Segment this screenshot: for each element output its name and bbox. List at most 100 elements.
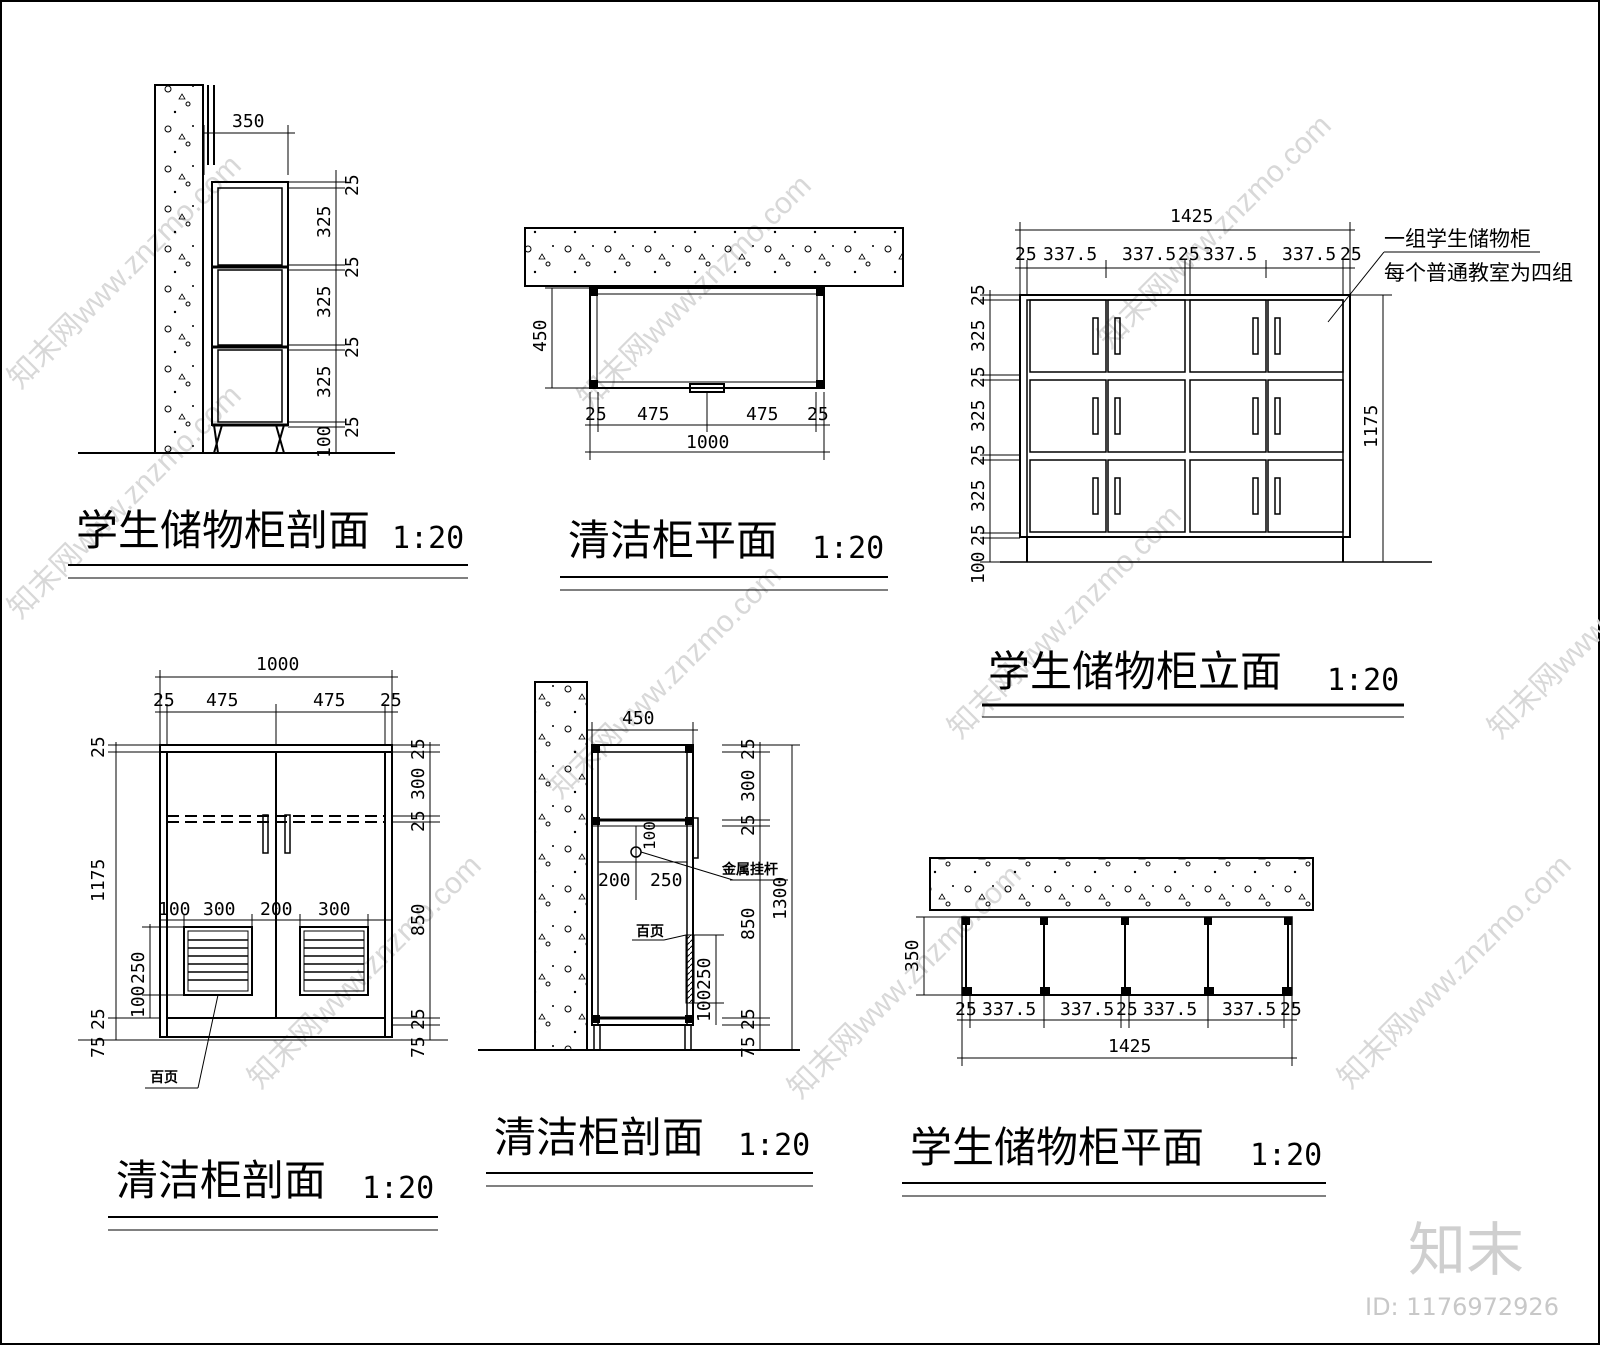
- view-scale: 1:20: [812, 531, 884, 566]
- dim-a: 475: [206, 690, 239, 711]
- dim-vb75: 75: [738, 1036, 759, 1058]
- dim-e1: 25: [1015, 244, 1037, 265]
- dim-lv100: 100: [128, 985, 149, 1018]
- dim-e2: 25: [1280, 999, 1302, 1020]
- dim-w2: 337.5: [1122, 244, 1176, 265]
- dim-total: 1425: [1108, 1036, 1151, 1057]
- storage-elevation-view: 1425 25 337.5 337.5 25 337.5 337.5 25 11…: [968, 206, 1573, 718]
- dim-lb75: 75: [88, 1036, 109, 1058]
- dim-total: 1000: [686, 432, 729, 453]
- dim-depth: 350: [232, 111, 265, 132]
- dim-w3: 337.5: [1143, 999, 1197, 1020]
- watermark: 知末网www.znzmo.com: [2, 149, 248, 395]
- brand-id: ID: 1176972926: [1365, 1293, 1559, 1321]
- view-title: 清洁柜剖面: [116, 1156, 326, 1205]
- dim-m: 25: [1116, 999, 1138, 1020]
- dim-h1: 325: [968, 319, 989, 352]
- dim-a: 475: [637, 404, 670, 425]
- cleaning-plan-view: 450 25 475 475 25 1000 清洁柜平面 1:20: [524, 227, 904, 591]
- view-scale: 1:20: [1250, 1138, 1322, 1173]
- dim-lv100: 100: [694, 989, 715, 1022]
- dim-base: 100: [968, 551, 989, 584]
- dim-v3: 25: [968, 444, 989, 466]
- watermark: 知末网www.znzmo.com: [572, 169, 818, 415]
- dim-v4: 25: [968, 524, 989, 546]
- view-title: 清洁柜剖面: [494, 1113, 704, 1162]
- dim-top: 25: [88, 736, 109, 758]
- dim-lb25: 25: [88, 1008, 109, 1030]
- dim-h200: 200: [598, 870, 631, 891]
- dim-w2: 337.5: [1060, 999, 1114, 1020]
- dim-vb75: 75: [408, 1036, 429, 1058]
- dim-r: 25: [380, 690, 402, 711]
- dim-depth: 350: [902, 939, 923, 972]
- dim-v300: 300: [408, 767, 429, 800]
- dim-total: 1300: [770, 877, 791, 920]
- dim-lw100: 100: [158, 899, 191, 920]
- dim-s3: 325: [314, 365, 335, 398]
- dim-h100: 100: [640, 821, 659, 850]
- dim-v2: 25: [968, 366, 989, 388]
- dim-g2: 25: [342, 336, 363, 358]
- dim-lw300b: 300: [318, 899, 351, 920]
- note-line1: 一组学生储物柜: [1384, 227, 1531, 251]
- view-title: 学生储物柜平面: [910, 1123, 1204, 1172]
- dim-v1: 25: [968, 284, 989, 306]
- dim-l: 25: [153, 690, 175, 711]
- dim-lw200: 200: [260, 899, 293, 920]
- view-scale: 1:20: [392, 521, 464, 556]
- dim-w1: 337.5: [982, 999, 1036, 1020]
- storage-plan-view: 350 25 337.5 337.5 25 337.5 337.5 25 142…: [902, 857, 1326, 1197]
- dim-top: 25: [738, 738, 759, 760]
- watermark: 知末网www.znzmo.com: [1482, 499, 1600, 745]
- brand-logo: 知末: [1408, 1216, 1524, 1284]
- dim-w3: 337.5: [1203, 244, 1257, 265]
- view-scale: 1:20: [738, 1128, 810, 1163]
- dim-lv250: 250: [694, 957, 715, 990]
- dim-vb25: 25: [408, 1008, 429, 1030]
- dim-l: 25: [585, 404, 607, 425]
- dim-h3: 325: [968, 479, 989, 512]
- watermark: 知末网www.znzmo.com: [1332, 849, 1578, 1095]
- dim-depth: 450: [530, 319, 551, 352]
- dim-rt25: 25: [408, 738, 429, 760]
- dim-e1: 25: [955, 999, 977, 1020]
- view-scale: 1:20: [1327, 663, 1399, 698]
- dim-w4: 337.5: [1222, 999, 1276, 1020]
- watermark: 知末网www.znzmo.com: [242, 849, 488, 1095]
- louver-label: 百页: [150, 1070, 178, 1086]
- dim-base: 100: [314, 425, 335, 458]
- view-title: 学生储物柜剖面: [76, 506, 370, 555]
- watermark: 知末网www.znzmo.com: [2, 379, 248, 625]
- dim-m: 25: [1178, 244, 1200, 265]
- dim-total: 1000: [256, 654, 299, 675]
- rod-label: 金属挂杆: [721, 861, 778, 878]
- dim-b: 475: [313, 690, 346, 711]
- dim-s1: 325: [314, 205, 335, 238]
- cleaning-section-view: 金属挂杆 百页 100 200 250 250 100 450 25 3: [478, 681, 813, 1187]
- view-title: 清洁柜平面: [568, 516, 778, 565]
- dim-height: 1175: [88, 859, 109, 902]
- view-scale: 1:20: [362, 1171, 434, 1206]
- louver-label: 百页: [636, 924, 664, 940]
- cleaning-elevation-view: 百页 1000 25 475 475 25 25 1175 25 75 250 …: [78, 654, 448, 1231]
- dim-lv250: 250: [128, 951, 149, 984]
- dim-v25: 25: [408, 810, 429, 832]
- dim-depth: 450: [622, 708, 655, 729]
- storage-section-view: 350 25 325 25 325 25 325 25 100 学生储物柜剖面 …: [68, 84, 468, 579]
- dim-w4: 337.5: [1282, 244, 1336, 265]
- dim-r: 25: [807, 404, 829, 425]
- dim-lw300a: 300: [203, 899, 236, 920]
- dim-v300: 300: [738, 769, 759, 802]
- dim-h250: 250: [650, 870, 683, 891]
- note-line2: 每个普通教室为四组: [1384, 261, 1573, 285]
- dim-g1: 25: [342, 256, 363, 278]
- dim-total: 1425: [1170, 206, 1213, 227]
- dim-e2: 25: [1340, 244, 1362, 265]
- dim-vb25: 25: [738, 1008, 759, 1030]
- dim-s2: 325: [314, 285, 335, 318]
- dim-w1: 337.5: [1043, 244, 1097, 265]
- dim-v850: 850: [408, 903, 429, 936]
